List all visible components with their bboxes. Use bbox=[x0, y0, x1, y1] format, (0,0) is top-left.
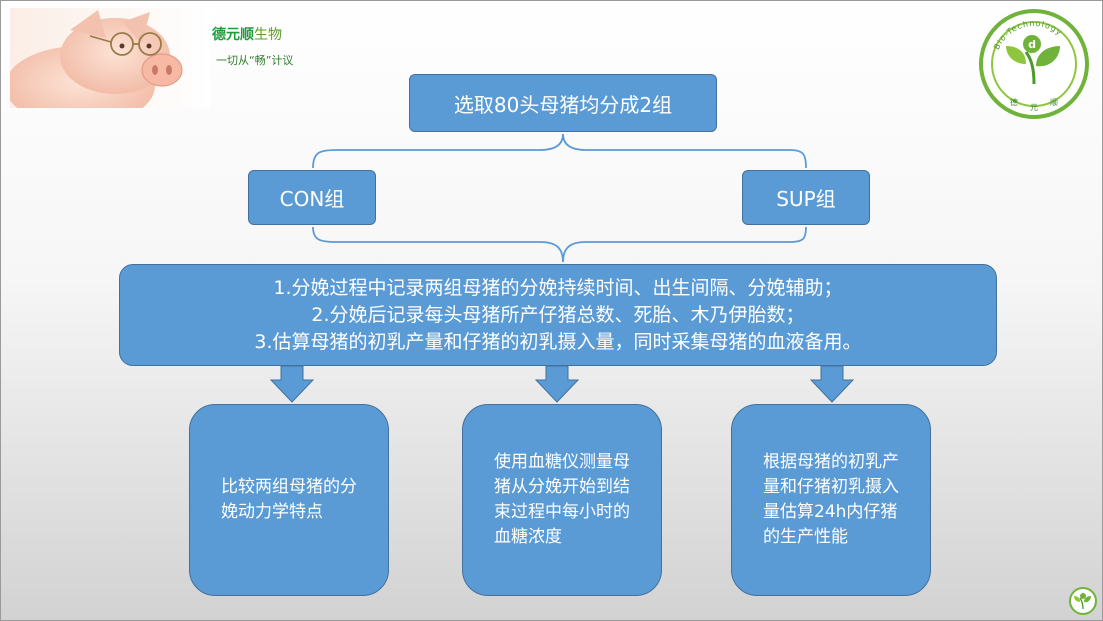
arrow-down-2 bbox=[534, 365, 580, 403]
logo-char-3: 顺 bbox=[1050, 98, 1058, 107]
pig-with-glasses-image bbox=[10, 8, 210, 108]
logo-char-2: 元 bbox=[1030, 103, 1038, 112]
step-1-text: 1.分娩过程中记录两组母猪的分娩持续时间、出生间隔、分娩辅助； bbox=[273, 276, 843, 299]
step-3-text: 3.估算母猪的初乳产量和仔猪的初乳摄入量，同时采集母猪的血液备用。 bbox=[254, 330, 862, 353]
small-logo-icon bbox=[1069, 587, 1097, 615]
arrow-down-1 bbox=[269, 365, 315, 403]
top-brace bbox=[312, 133, 807, 169]
svg-text:d: d bbox=[1028, 38, 1036, 51]
sample-selection-box: 选取80头母猪均分成2组 bbox=[409, 74, 717, 132]
arrow-down-3 bbox=[809, 365, 855, 403]
con-group-box: CON组 bbox=[248, 170, 376, 225]
brand-slogan: 一切从“畅”计议 bbox=[216, 54, 294, 67]
bottom-brace bbox=[312, 226, 807, 263]
header-brand-area: 德元顺生物 一切从“畅”计议 bbox=[10, 8, 325, 108]
procedure-steps-box: 1.分娩过程中记录两组母猪的分娩持续时间、出生间隔、分娩辅助； 2.分娩后记录每… bbox=[119, 264, 997, 366]
outcome-card-piglet-performance: 根据母猪的初乳产 量和仔猪初乳摄入 量估算24h内仔猪 的生产性能 bbox=[731, 404, 931, 596]
outcome-card-blood-glucose: 使用血糖仪测量母 猪从分娩开始到结 束过程中每小时的 血糖浓度 bbox=[462, 404, 662, 596]
step-2-text: 2.分娩后记录每头母猪所产仔猪总数、死胎、木乃伊胎数； bbox=[311, 303, 805, 326]
brand-name: 德元顺生物 bbox=[212, 27, 282, 43]
logo-char-1: 德 bbox=[1010, 97, 1018, 107]
company-logo: Bio-Technology d 德 元 顺 bbox=[979, 9, 1089, 119]
outcome-card-farrowing-dynamics: 比较两组母猪的分 娩动力学特点 bbox=[189, 404, 389, 596]
sup-group-box: SUP组 bbox=[742, 170, 870, 225]
